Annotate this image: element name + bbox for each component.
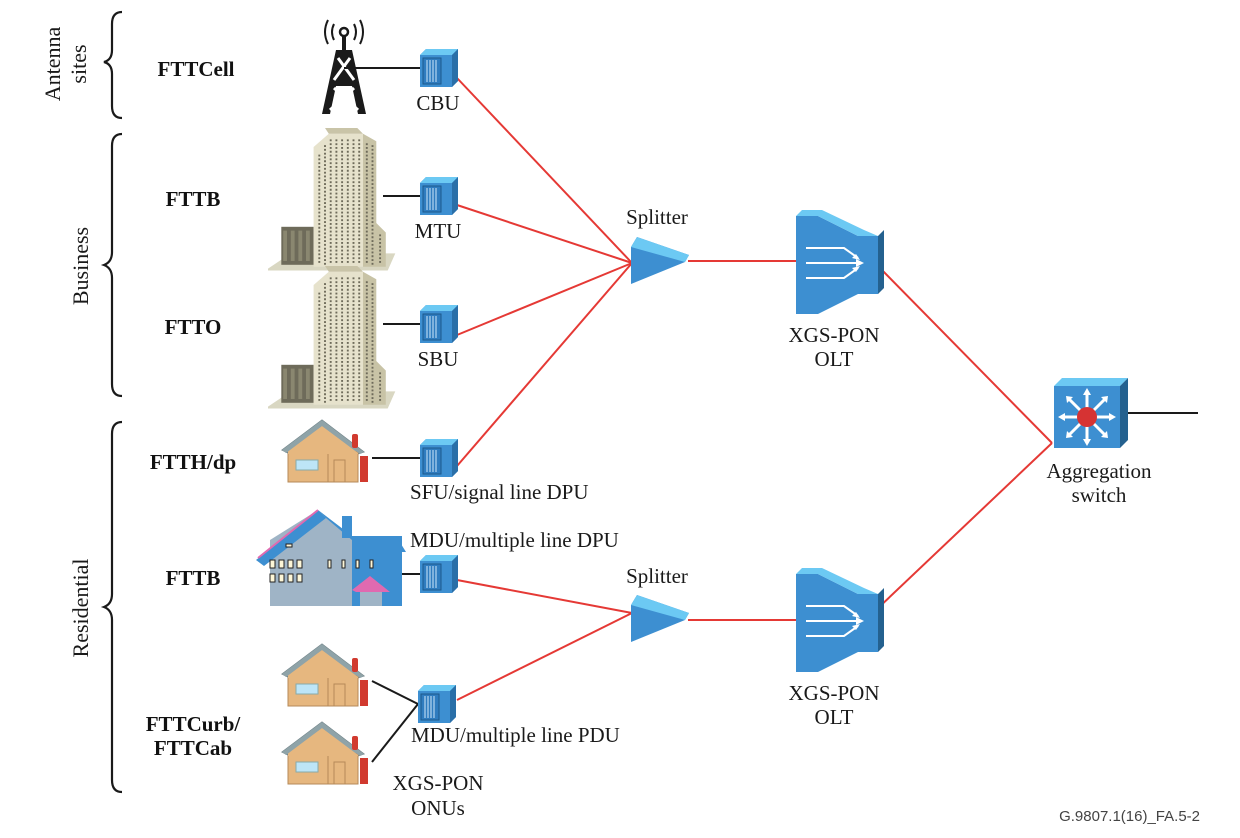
olt-label-2: OLT: [815, 705, 854, 729]
olt-label-2: OLT: [815, 347, 854, 371]
category-ftto: FTTO: [165, 315, 222, 339]
olt-icon: [795, 209, 885, 315]
mtu-device: [419, 176, 459, 216]
cbu-device: [419, 48, 459, 88]
aggregation-label-1: Aggregation: [1047, 459, 1152, 483]
olt-label-1: XGS-PON: [788, 323, 879, 347]
category-fttb-residential: FTTB: [166, 566, 221, 590]
category-ftth-dp: FTTH/dp: [150, 450, 236, 474]
mtu-label: MTU: [415, 219, 462, 243]
mdu-dpu-device: [419, 554, 459, 594]
splitter-label: Splitter: [626, 564, 688, 588]
cell-tower-icon: [322, 19, 366, 114]
onus-label-2: ONUs: [411, 796, 465, 820]
sfu-label: SFU/signal line DPU: [410, 480, 589, 504]
mdu-pdu-label: MDU/multiple line PDU: [411, 723, 620, 747]
splitter-icon: [631, 595, 689, 642]
apartment-building-icon: [256, 509, 406, 606]
category-fttb-business: FTTB: [166, 187, 221, 211]
aggregation-switch-icon: [1054, 378, 1128, 448]
sbu-device: [419, 304, 459, 344]
olt-label-1: XGS-PON: [788, 681, 879, 705]
house-icon: [281, 643, 369, 707]
group-label-business: Business: [68, 227, 93, 305]
group-label-antenna-sites-1: Antenna: [40, 27, 65, 102]
house-icon: [281, 721, 369, 785]
group-label-residential: Residential: [68, 559, 93, 658]
brace-business: [100, 132, 123, 398]
category-fttcab: FTTCab: [154, 736, 232, 760]
splitter-icon: [631, 237, 689, 284]
fiber-links: [456, 77, 1053, 701]
brace-residential: [100, 420, 123, 794]
mdu-pdu-device: [417, 684, 457, 724]
cbu-label: CBU: [416, 91, 459, 115]
office-building-icon: [267, 265, 397, 410]
group-label-antenna-sites-2: sites: [66, 44, 91, 83]
sfu-device: [419, 438, 459, 478]
copper-links: [362, 67, 1198, 763]
house-icon: [281, 419, 369, 483]
category-fttcell: FTTCell: [158, 57, 235, 81]
sbu-label: SBU: [418, 347, 459, 371]
mdu-dpu-label: MDU/multiple line DPU: [410, 528, 619, 552]
figure-id: G.9807.1(16)_FA.5-2: [1059, 808, 1200, 825]
aggregation-label-2: switch: [1072, 483, 1127, 507]
splitter-label: Splitter: [626, 205, 688, 229]
onus-label-1: XGS-PON: [392, 771, 483, 795]
category-fttcurb: FTTCurb/: [146, 712, 242, 736]
office-building-icon: [267, 127, 397, 272]
olt-icon: [795, 567, 885, 673]
brace-antenna: [103, 10, 123, 120]
